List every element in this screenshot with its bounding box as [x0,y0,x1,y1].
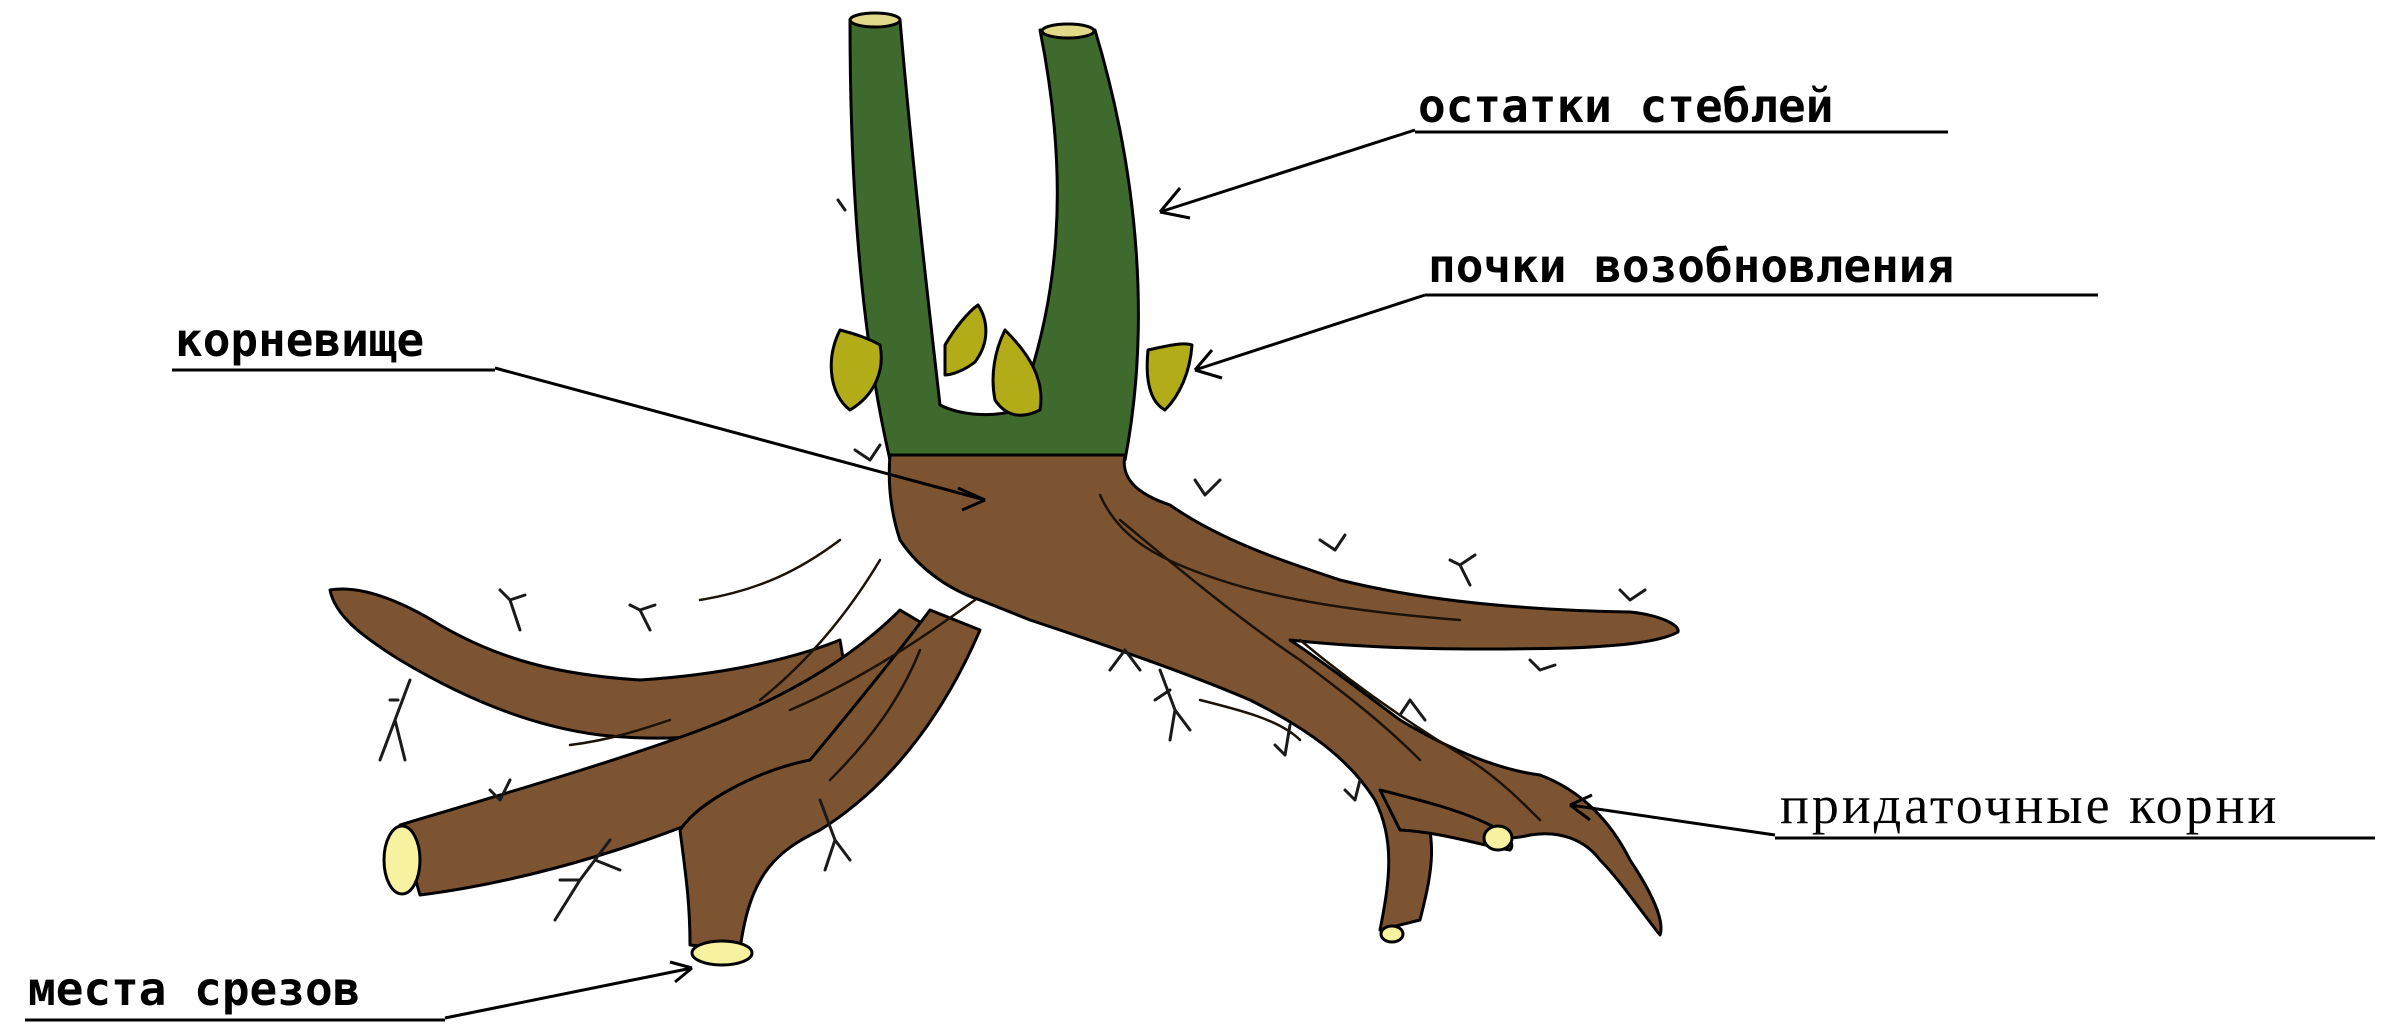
rhizome-body [889,455,1678,935]
cut-end-bottom [692,941,752,965]
rhizome [330,455,1678,950]
cut-end-right-small [1381,926,1403,942]
root-hair [500,590,525,630]
bud-left [831,330,881,410]
root-hair [1530,660,1555,670]
pointer-renewal-buds [1195,295,1425,378]
root-hair [1195,480,1220,495]
root-hair [1620,590,1645,600]
label-renewal-buds: почки возобновления [1428,239,1954,293]
root-hair [630,605,655,630]
root-hair [380,680,410,760]
root-hair [1155,670,1190,740]
root-hair [1345,780,1360,800]
pointer-cut-places [445,962,692,1018]
bud-center-left [945,305,986,375]
root-hair [855,445,880,460]
root-hair [1275,725,1290,755]
root-hair [1450,555,1475,585]
label-stem-remains: остатки стеблей [1418,79,1833,133]
bud-right [1147,344,1192,410]
root-hair [838,200,845,210]
cut-end-right [1484,826,1512,850]
label-rhizome: корневище [175,313,424,367]
label-adventitious-roots: придаточные корни [1780,775,2279,835]
label-cut-places: места срезов [28,962,360,1016]
cut-end-left [384,826,420,894]
root-hair [1320,535,1345,550]
bud-center [993,330,1041,415]
right-stem-cut [1042,24,1094,38]
pointer-stem-remains [1160,130,1415,218]
left-stem-cut [850,13,900,27]
